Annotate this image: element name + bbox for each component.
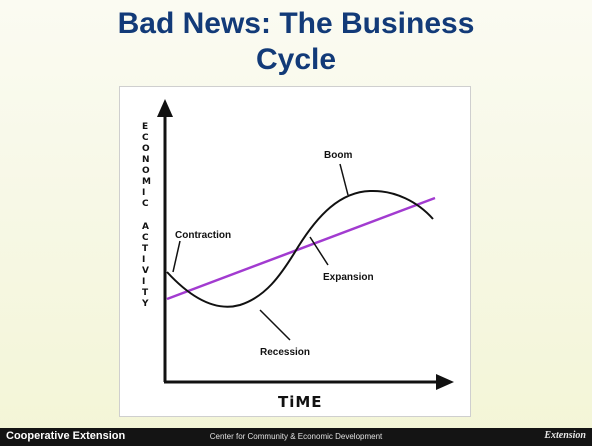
x-axis-arrowhead — [436, 374, 454, 390]
footer-left-brand: Cooperative Extension — [6, 430, 126, 442]
footer-bar: Cooperative Extension Center for Communi… — [0, 428, 592, 446]
y-axis-arrowhead — [157, 99, 173, 117]
slide-title: Bad News: The Business Cycle — [0, 6, 592, 78]
title-line-2: Cycle — [255, 43, 337, 76]
footer-center-text: Center for Community & Economic Developm… — [209, 432, 383, 441]
label-boom: Boom — [324, 150, 352, 161]
contraction-leader — [172, 240, 181, 273]
y-axis-letter: T — [142, 288, 149, 298]
footer-extension-logo: Extension — [544, 430, 586, 441]
expansion-leader — [309, 236, 329, 266]
y-axis-letter: C — [142, 133, 149, 143]
x-axis-label: TiME — [278, 393, 323, 411]
label-recession: Recession — [260, 347, 310, 358]
y-axis-letter: I — [142, 255, 145, 265]
y-axis-letter: C — [142, 199, 149, 209]
label-contraction: Contraction — [175, 230, 231, 241]
trend-line — [166, 196, 436, 301]
diagram-svg: Boom Contraction Expansion Recession ECO… — [141, 99, 454, 411]
y-axis-letter: I — [142, 188, 145, 198]
business-cycle-curve — [166, 189, 434, 308]
label-expansion: Expansion — [323, 272, 374, 283]
y-axis-letter: Y — [141, 299, 149, 309]
y-axis-letter: N — [142, 155, 150, 165]
y-axis-letter: I — [142, 277, 145, 287]
y-axis-letter: T — [142, 244, 149, 254]
y-axis-letter: A — [142, 222, 149, 232]
y-axis-letter: E — [142, 122, 148, 132]
recession-leader — [259, 309, 291, 341]
y-axis-letter: M — [142, 177, 151, 187]
y-axis-letter: O — [142, 144, 150, 154]
y-axis-letter: C — [142, 233, 149, 243]
y-axis-letter: O — [142, 166, 150, 176]
title-line-1: Bad News: The Business — [117, 7, 475, 40]
boom-leader — [339, 163, 349, 196]
y-axis-letter: V — [142, 266, 149, 276]
